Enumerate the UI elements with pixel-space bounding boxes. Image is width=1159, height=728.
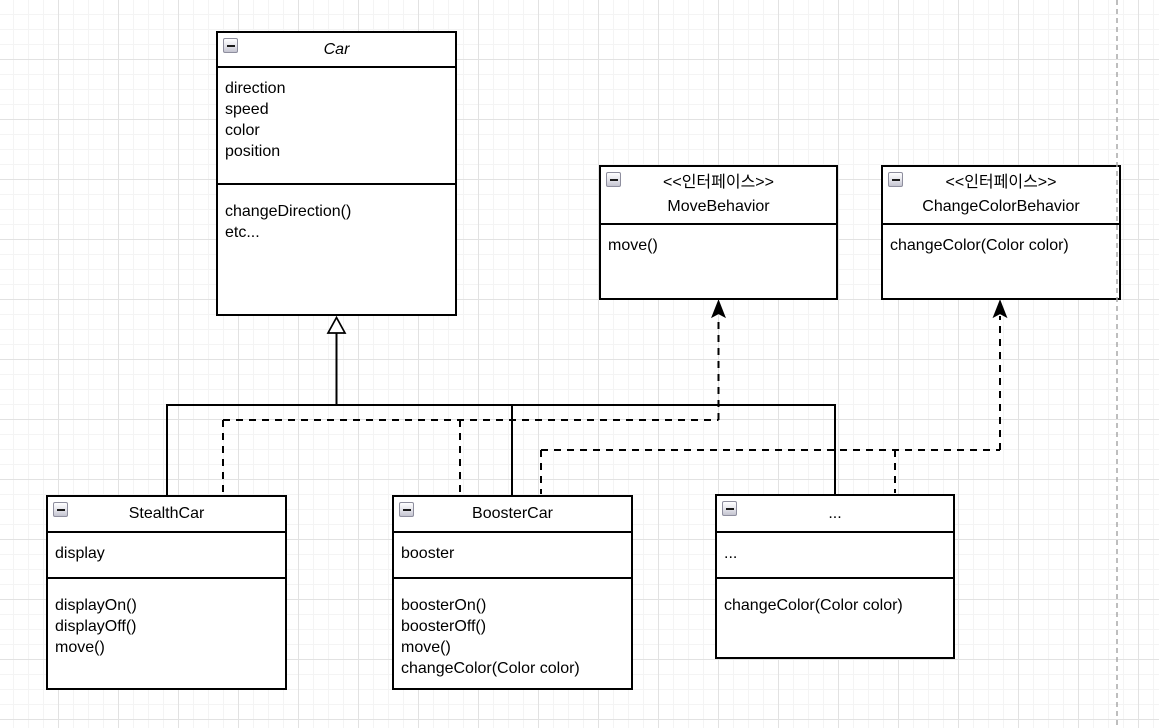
methods-section: move() <box>601 225 836 298</box>
field-row: color <box>225 122 260 139</box>
minus-glyph <box>725 507 734 510</box>
collapse-icon[interactable] <box>223 38 238 53</box>
methods-section: changeColor(Color color) <box>717 579 953 657</box>
class-title: ChangeColorBehavior <box>922 198 1080 215</box>
class-title: BoosterCar <box>472 505 553 522</box>
class-box-change-color-behavior[interactable]: <<인터페이스>> ChangeColorBehavior changeColo… <box>881 165 1121 300</box>
methods-section: changeColor(Color color) <box>883 225 1119 298</box>
method-row: changeColor(Color color) <box>401 660 580 677</box>
edge-realization-to-movebehavior[interactable] <box>222 316 720 494</box>
fields-section: direction speed color position <box>218 68 455 185</box>
field-row: display <box>55 545 105 562</box>
class-title-row: StealthCar <box>48 497 285 533</box>
class-box-booster-car[interactable]: BoosterCar booster boosterOn() boosterOff… <box>392 495 633 690</box>
fields-section: ... <box>717 533 953 579</box>
minus-glyph <box>226 44 235 47</box>
method-row: changeDirection() <box>225 203 352 220</box>
method-row: changeColor(Color color) <box>890 237 1069 254</box>
minus-glyph <box>56 508 65 511</box>
class-title-row: <<인터페이스>> MoveBehavior <box>601 167 836 225</box>
collapse-icon[interactable] <box>399 502 414 517</box>
methods-section: boosterOn() boosterOff() move() changeColor… <box>394 579 631 688</box>
method-row: displayOn() <box>55 597 137 614</box>
field-row: ... <box>724 545 738 562</box>
class-title: ... <box>828 504 842 522</box>
collapse-icon[interactable] <box>722 501 737 516</box>
class-box-move-behavior[interactable]: <<인터페이스>> MoveBehavior move() <box>599 165 838 300</box>
collapse-icon[interactable] <box>53 502 68 517</box>
methods-section: changeDirection() etc... <box>218 185 455 314</box>
minus-glyph <box>891 178 900 181</box>
fields-section: display <box>48 533 285 579</box>
class-box-stealth-car[interactable]: StealthCar display displayOn() displayOff… <box>46 495 287 690</box>
field-row: direction <box>225 80 286 97</box>
class-stereotype: <<인터페이스>> <box>945 174 1057 191</box>
edge-generalization-to-car[interactable] <box>166 315 836 495</box>
minus-glyph <box>609 178 618 181</box>
class-title: Car <box>323 40 350 58</box>
field-row: speed <box>225 101 269 118</box>
method-row: boosterOff() <box>401 618 487 635</box>
field-row: position <box>225 143 281 160</box>
edge-realization-to-changecolorbehavior[interactable] <box>540 316 1001 494</box>
minus-glyph <box>402 508 411 511</box>
class-box-car[interactable]: Car direction speed color position changeDi… <box>216 31 457 316</box>
method-row: move() <box>608 237 658 254</box>
method-row: etc... <box>225 224 260 241</box>
class-title-row: Car <box>218 33 455 68</box>
hollow-triangle-arrowhead <box>326 315 347 334</box>
filled-arrowhead-changecolorbehavior <box>992 299 1008 319</box>
class-stereotype: <<인터페이스>> <box>663 174 774 191</box>
fields-section: booster <box>394 533 631 579</box>
method-row: move() <box>401 639 451 656</box>
method-row: changeColor(Color color) <box>724 597 903 614</box>
field-row: booster <box>401 545 455 562</box>
filled-arrowhead-movebehavior <box>711 299 726 319</box>
class-box-etc[interactable]: ... ... changeColor(Color color) <box>715 494 955 659</box>
class-title-row: <<인터페이스>> ChangeColorBehavior <box>883 167 1119 225</box>
method-row: move() <box>55 639 105 656</box>
class-title: MoveBehavior <box>667 198 770 215</box>
class-title: StealthCar <box>128 505 205 522</box>
class-title-row: ... <box>717 496 953 533</box>
collapse-icon[interactable] <box>606 172 621 187</box>
method-row: boosterOn() <box>401 597 487 614</box>
class-title-row: BoosterCar <box>394 497 631 533</box>
methods-section: displayOn() displayOff() move() <box>48 579 285 688</box>
method-row: displayOff() <box>55 618 137 635</box>
collapse-icon[interactable] <box>888 172 903 187</box>
